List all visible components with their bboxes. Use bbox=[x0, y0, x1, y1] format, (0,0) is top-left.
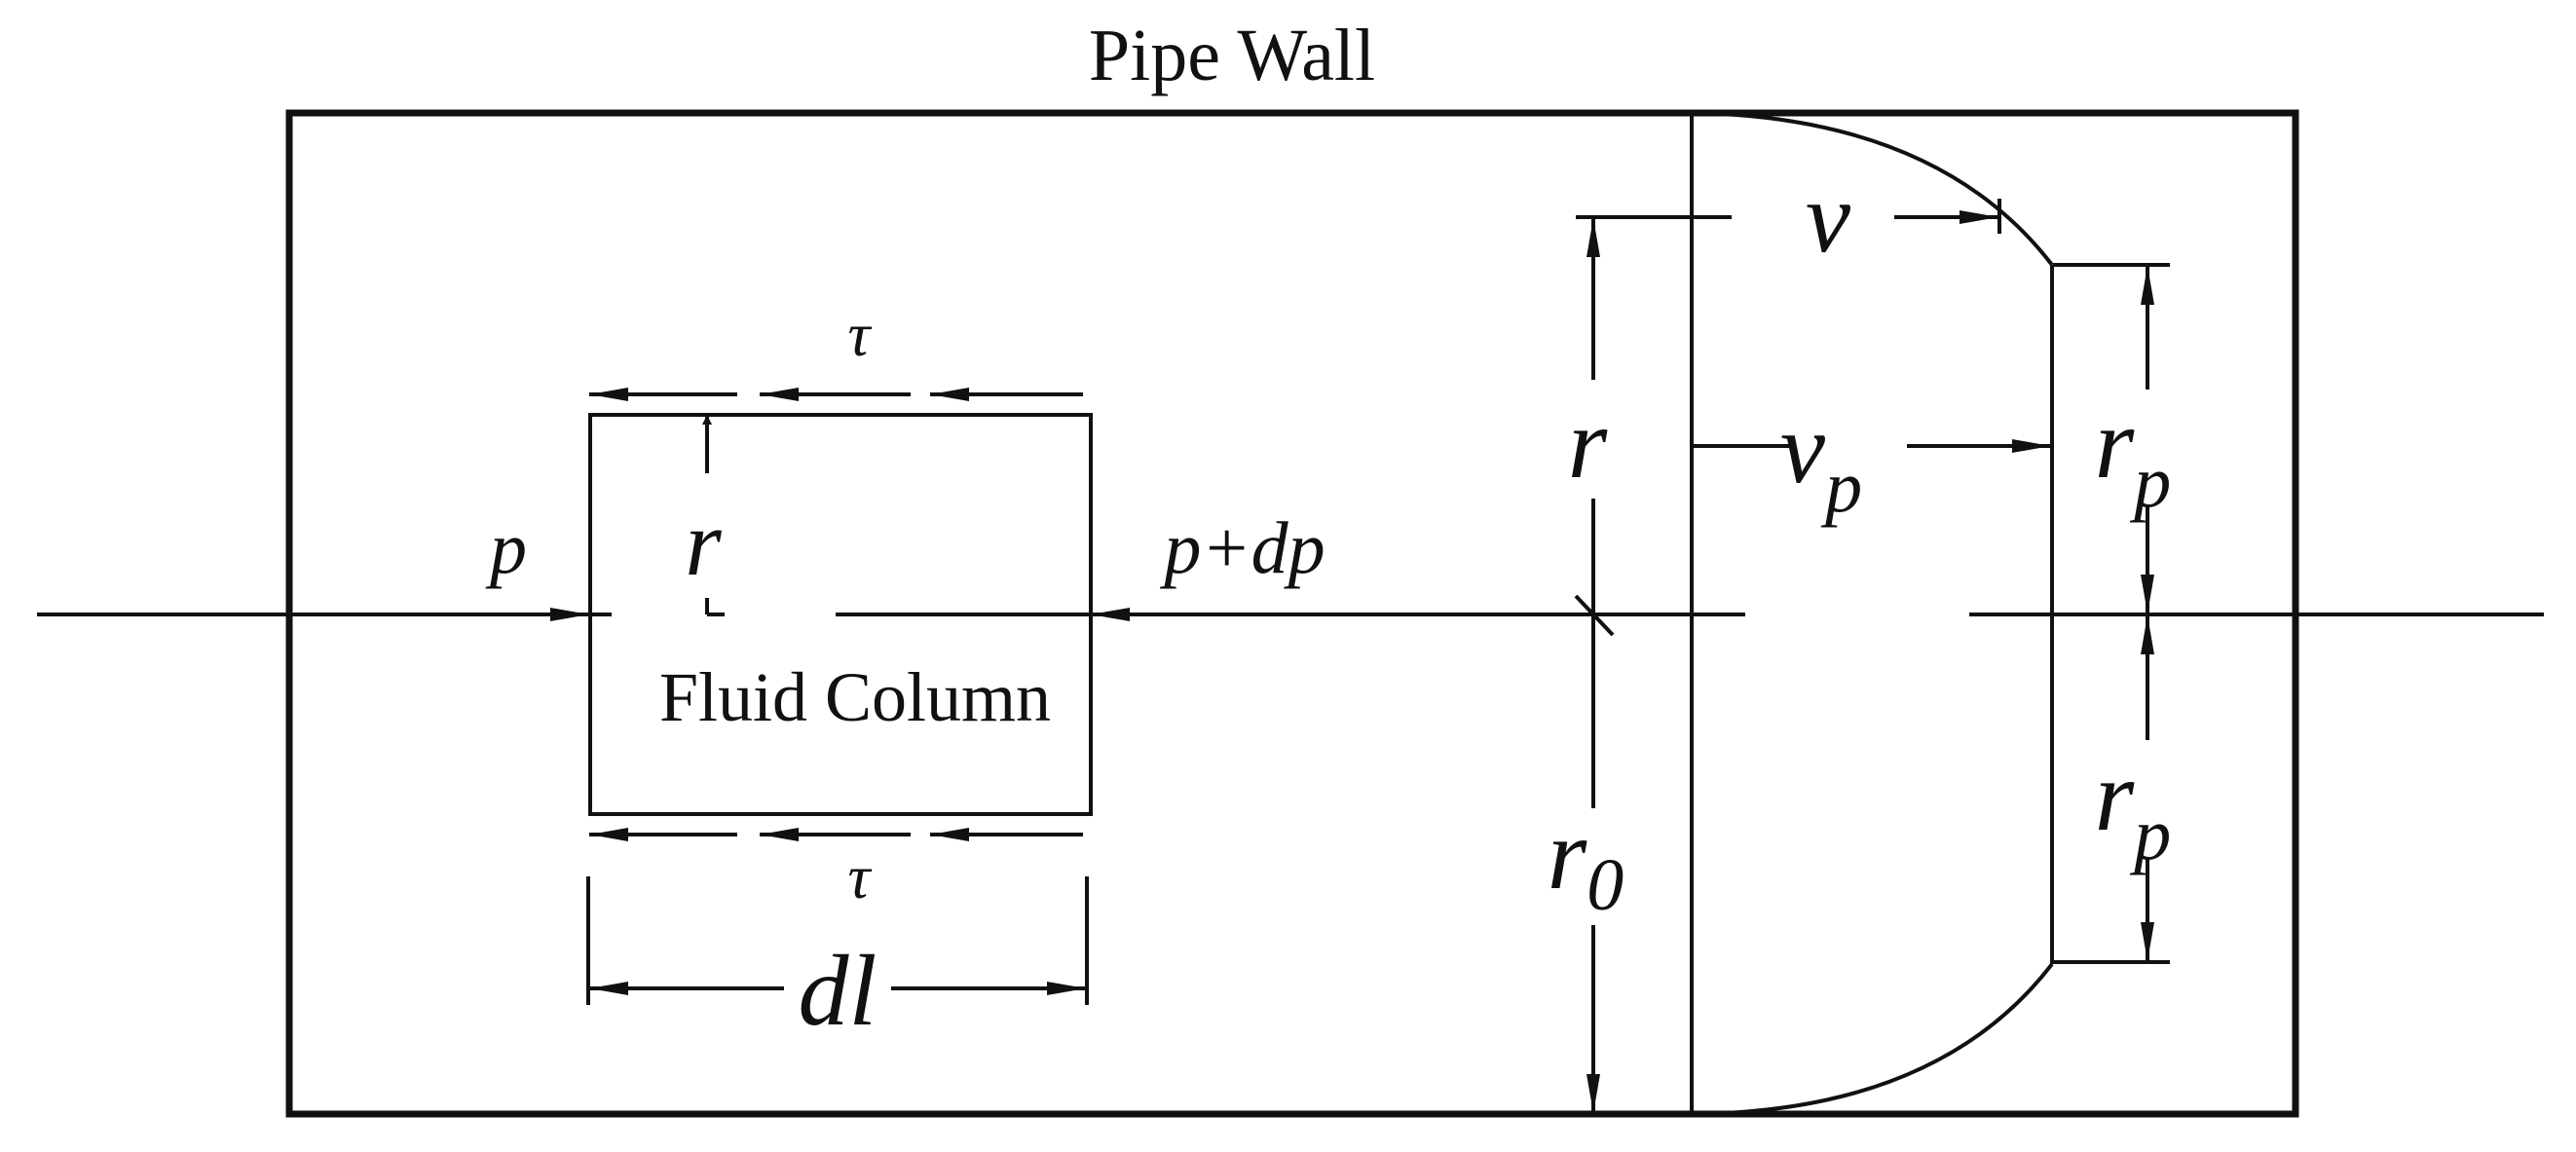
column-radius-label: r bbox=[685, 491, 722, 595]
column-radius-marker bbox=[702, 415, 725, 616]
r0-subscript: 0 bbox=[1587, 844, 1624, 926]
plug-radius-dimension bbox=[2053, 263, 2170, 964]
r0-label: r0 bbox=[1548, 799, 1624, 926]
rp-bottom-subscript: p bbox=[2129, 794, 2171, 875]
pressure-p-label: p bbox=[485, 507, 527, 589]
rp-top-subscript: p bbox=[2129, 441, 2171, 523]
vp-subscript: p bbox=[1820, 446, 1862, 528]
plug-radius-bottom-label: rp bbox=[2095, 740, 2171, 875]
velocity-profile bbox=[1690, 111, 2054, 1116]
tau-bottom-label: τ bbox=[848, 842, 873, 911]
dl-label: dl bbox=[799, 935, 877, 1047]
pipe-wall-label: Pipe Wall bbox=[1089, 15, 1375, 96]
plug-velocity-label: vp bbox=[1780, 392, 1862, 528]
plug-radius-top-label: rp bbox=[2095, 388, 2171, 523]
r-label: r bbox=[1568, 388, 1608, 500]
pressure-p-dp-label: p+dp bbox=[1159, 507, 1325, 589]
fluid-column-label: Fluid Column bbox=[659, 658, 1051, 736]
velocity-v-label: v bbox=[1806, 162, 1851, 274]
tau-top-label: τ bbox=[848, 300, 873, 369]
dl-dimension bbox=[586, 876, 1089, 1005]
radius-dimension bbox=[1574, 215, 1732, 1113]
